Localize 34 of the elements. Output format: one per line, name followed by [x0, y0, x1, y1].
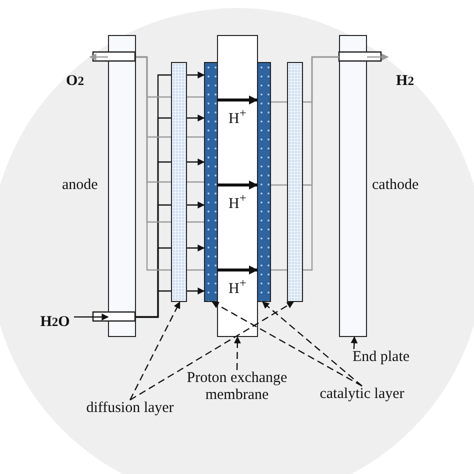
diffusion-layer [171, 62, 187, 302]
leader-line [350, 336, 358, 350]
callout-label: Proton exchange membrane [177, 370, 297, 406]
ion-label: H$^{+}$ [228, 191, 248, 213]
leader-line [130, 301, 294, 401]
ion-label: H$^{+}$ [228, 106, 248, 128]
arrow [187, 202, 205, 208]
end-plate [339, 35, 367, 337]
diffusion-layer [287, 62, 303, 302]
arrow [89, 54, 108, 60]
arrow [367, 54, 389, 60]
leader-line [129, 301, 180, 400]
callout-label: End plate [348, 349, 414, 367]
leader-line [262, 302, 362, 386]
leader-line [234, 336, 241, 370]
catalytic-layer [204, 62, 218, 302]
arrow [74, 314, 109, 320]
arrow [187, 72, 205, 78]
part-label: cathode [372, 177, 419, 194]
part-label: anode [62, 177, 98, 194]
callout-label: diffusion layer [80, 400, 180, 418]
ion-label: H$^{+}$ [228, 276, 248, 298]
catalytic-layer [257, 62, 271, 302]
arrow [217, 96, 258, 104]
callout-label: catalytic layer [312, 386, 412, 404]
leader-line [212, 301, 362, 387]
arrow [187, 114, 205, 122]
arrow [217, 266, 258, 274]
membrane [217, 35, 258, 337]
arrow [217, 180, 258, 190]
end-plate [108, 35, 136, 337]
arrow [187, 158, 205, 166]
arrow [187, 244, 205, 252]
arrow [187, 288, 205, 294]
